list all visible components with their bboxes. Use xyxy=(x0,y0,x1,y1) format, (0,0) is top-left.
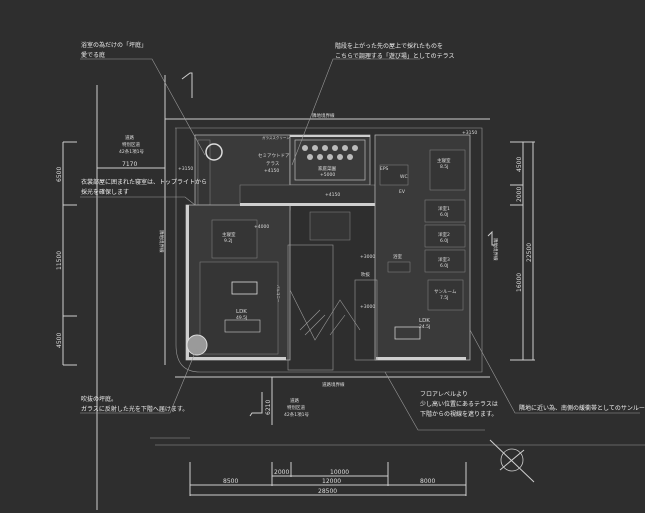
room-label: LDK xyxy=(236,309,247,315)
room-label: 49.5J xyxy=(236,315,247,321)
annotation-line: 浴室の為だけの「坪庭」 xyxy=(81,42,148,49)
road-south-label: 42条1項1号 xyxy=(284,411,309,418)
annotation-line: 隣地に近い為、南側の緩衝帯としてのサンルーム xyxy=(519,405,645,412)
leader-lines xyxy=(80,58,640,431)
room-label: 主寝室 xyxy=(437,157,451,164)
room-label: 洋室1 xyxy=(438,205,450,212)
boundary-label-east: 隣地境界線 xyxy=(492,238,499,261)
annotation-line: 吹抜の坪庭。 xyxy=(81,396,118,403)
room-label: 主寝室 xyxy=(222,231,236,238)
annotation-atrium: 吹抜の坪庭。 ガラスに反射した光を下階へ届けます。 xyxy=(81,395,188,415)
dim-bottom-total: 28500 xyxy=(318,488,337,495)
dim-right: 4500 xyxy=(516,157,523,172)
annotation-line: 愛でる庭 xyxy=(81,52,106,59)
boundary-label-west: 隣地境界線 xyxy=(158,230,165,253)
annotation-line: ガラスに反射した光を下階へ届けます。 xyxy=(81,406,189,413)
room-label: 6.0J xyxy=(440,238,448,244)
road-boundary-label: 道路境界線 xyxy=(322,381,345,388)
dim-left: 11500 xyxy=(56,251,63,270)
room-label: 6.0J xyxy=(440,212,448,218)
bottom-dimensions xyxy=(189,462,467,496)
level-label: +3000 xyxy=(360,304,375,310)
room-label: 吹抜 xyxy=(361,271,370,278)
room-label: LDK xyxy=(419,318,430,324)
room-label: 浴室 xyxy=(393,253,402,260)
level-label: +4000 xyxy=(254,224,269,230)
annotation-line: 衣裳部屋に囲まれた寝室は、トップライトから xyxy=(81,179,208,186)
annotation-raised-terrace: フロアレベルより 少し高い位置にあるテラスは 下階からの視線を遮ります。 xyxy=(420,390,498,420)
dim-right: 2000 xyxy=(516,187,523,202)
annotation-line: こちらで調理する「遊び場」としてのテラス xyxy=(335,53,455,60)
road-south-label: 道路 xyxy=(290,397,299,404)
level-label: +4150 xyxy=(325,192,340,198)
room-label: サンルーム xyxy=(434,289,457,295)
annotation-terrace: 階段を上がった先の屋上で採れたものを こちらで調理する「遊び場」としてのテラス xyxy=(335,42,455,62)
room-label: テラス xyxy=(266,161,280,167)
annotation-line: 少し高い位置にあるテラスは xyxy=(420,401,498,408)
road-west-label: 道路 xyxy=(125,134,134,141)
north-arrow-icon xyxy=(489,439,535,483)
dim-bottom: 8000 xyxy=(420,478,435,485)
annotation-bath-courtyard: 浴室の為だけの「坪庭」 愛でる庭 xyxy=(81,41,147,61)
annotation-line: 下階からの視線を遮ります。 xyxy=(420,411,498,418)
dim-right-total: 22500 xyxy=(526,243,533,262)
room-label: 7.5J xyxy=(440,295,448,301)
building xyxy=(185,134,471,371)
neighbor-boundary-label: 隣地境界線 xyxy=(312,112,335,119)
level-label: +4150 xyxy=(264,168,279,174)
road-west-label: 42条1項1号 xyxy=(119,148,144,155)
annotation-sunroom: 隣地に近い為、南側の緩衝帯としてのサンルーム xyxy=(519,404,645,414)
road-south-label: 特別区道 xyxy=(287,404,305,411)
annotation-line: 階段を上がった先の屋上で採れたものを xyxy=(335,43,444,50)
room-label: EV xyxy=(399,189,406,195)
right-dimensions xyxy=(510,141,535,361)
room-label: 洋室2 xyxy=(438,231,450,238)
level-label: +3150 xyxy=(462,130,477,136)
room-label: EPS xyxy=(380,166,389,172)
dim-bottom: 8500 xyxy=(223,478,238,485)
dim-bottom: 12000 xyxy=(322,478,341,485)
room-label: セミアウトドア xyxy=(258,152,290,159)
dim-left: 4500 xyxy=(56,333,63,348)
dim-west-width: 7170 xyxy=(122,161,137,168)
room-label: 洋室3 xyxy=(438,256,450,263)
annotation-line: 採光を確保します xyxy=(81,189,130,196)
dim-right: 16000 xyxy=(516,273,523,292)
room-label: 家庭菜園 xyxy=(318,165,336,172)
dim-bottom: 10000 xyxy=(330,469,349,476)
annotation-bedroom: 衣裳部屋に囲まれた寝室は、トップライトから 採光を確保します xyxy=(81,178,207,198)
level-label: +3000 xyxy=(360,254,375,260)
room-label: 6.0J xyxy=(440,263,448,269)
dim-left: 6500 xyxy=(56,167,63,182)
dim-south-width: 6210 xyxy=(265,400,272,415)
level-label: +3150 xyxy=(178,166,193,172)
room-label: 24.5J xyxy=(419,324,430,330)
road-west-label: 特別区道 xyxy=(122,141,140,148)
glass-screen-label: ガラススクリーン xyxy=(262,135,290,140)
room-label: WC xyxy=(400,174,408,180)
room-label: 8.5J xyxy=(440,164,448,170)
room-label: 9.2J xyxy=(224,238,232,244)
annotation-line: フロアレベルより xyxy=(420,391,468,398)
dim-bottom: 2000 xyxy=(274,469,289,476)
level-label: +5000 xyxy=(320,172,335,178)
room-label: バルコニー xyxy=(276,285,280,303)
